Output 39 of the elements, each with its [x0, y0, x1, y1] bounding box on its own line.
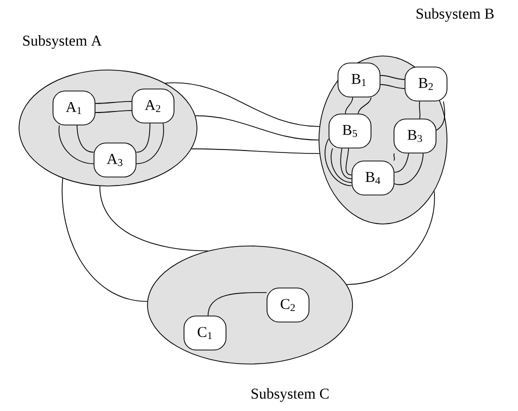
- connector-line: [340, 148, 352, 180]
- connector-line: [208, 292, 267, 316]
- connector-line: [346, 190, 435, 285]
- subsystem-label: Subsystem C: [252, 388, 329, 402]
- connector-line: [394, 153, 410, 173]
- connector-line: [393, 153, 395, 161]
- connector-line: [191, 148, 320, 154]
- component-blob: A$_{3}$: [94, 142, 136, 178]
- connector-line: [99, 186, 208, 252]
- connector-line: [324, 138, 352, 186]
- connector-line: [344, 97, 354, 114]
- component-blob: B$_{1}$: [338, 62, 380, 98]
- connector-line: [330, 148, 352, 183]
- connector-line: [418, 101, 420, 119]
- component-blob: A$_{2}$: [132, 88, 174, 124]
- connector-line: [358, 97, 372, 114]
- component-blob: B$_{2}$: [404, 66, 448, 102]
- connector-line: [95, 101, 132, 104]
- connector-line: [394, 153, 424, 186]
- subsystem-label: Subsystem B: [416, 8, 494, 22]
- connector-line: [58, 125, 94, 164]
- connector-line: [164, 82, 320, 127]
- subsystem-label: Subsystem A: [23, 35, 102, 49]
- connector-line: [195, 115, 319, 140]
- component-blob: C$_{2}$: [266, 288, 310, 322]
- component-blob: A$_{1}$: [52, 90, 96, 126]
- connector-line: [436, 101, 446, 131]
- component-blob: B$_{4}$: [352, 160, 394, 196]
- connector-line: [136, 123, 164, 164]
- connector-line: [95, 110, 132, 113]
- connector-line: [76, 125, 94, 153]
- connector-line: [62, 178, 148, 302]
- connector-line: [346, 148, 352, 176]
- component-blob: B$_{5}$: [328, 114, 372, 148]
- connector-line: [136, 123, 150, 153]
- connector-line: [380, 84, 405, 89]
- component-blob: C$_{1}$: [184, 316, 226, 350]
- component-blob: B$_{3}$: [394, 118, 436, 154]
- connector-line: [380, 75, 405, 80]
